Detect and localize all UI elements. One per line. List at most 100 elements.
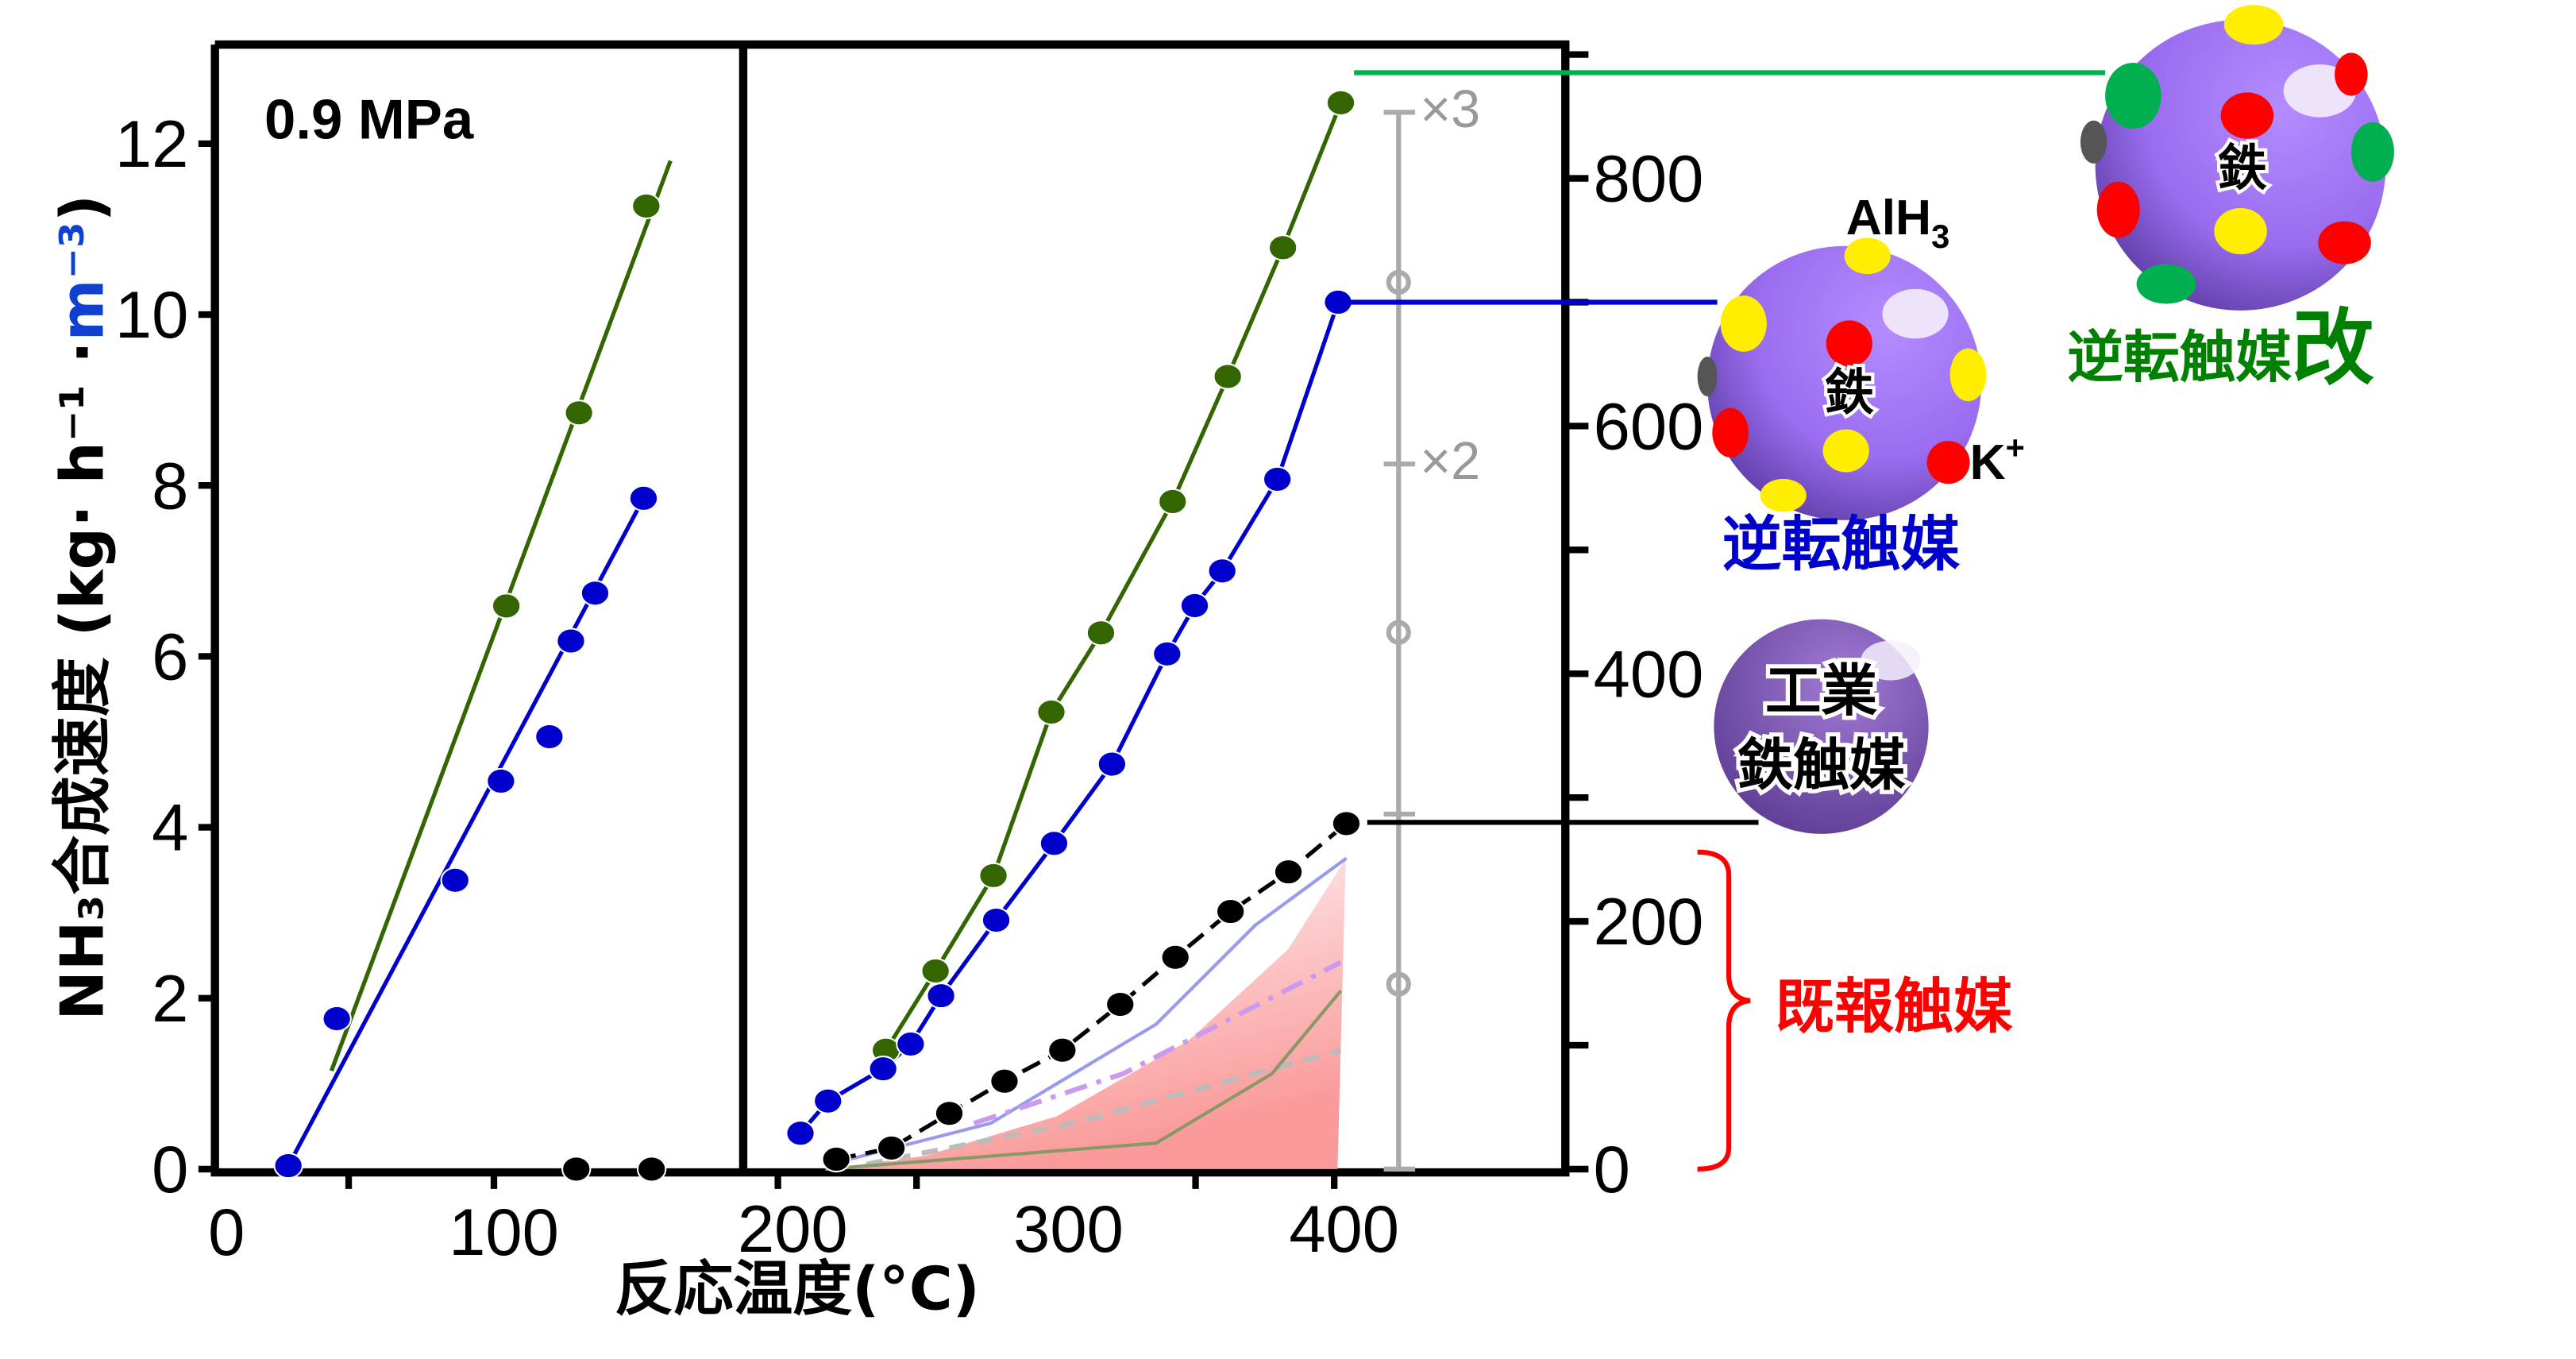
reference-curve [824,856,1348,1168]
reported-catalyst-area [825,859,1346,1169]
x-tick-label: 400 [1289,1192,1399,1266]
improved-catalyst-sphere: 鉄 [2080,5,2394,311]
industrial-label-line1: 工業 [1765,658,1878,724]
x-tick-labels: 0 100 200 300 400 [208,1192,1399,1269]
data-point [580,580,611,607]
data-point [934,1100,965,1127]
reference-curve [825,990,1343,1171]
right-y-tick-label: 800 [1594,142,1704,216]
data-point [486,767,516,795]
fit-line [286,497,646,1167]
y-axis-label-unit: m⁻³ [48,222,117,341]
alh3-text: AlH [1846,191,1931,245]
data-point [876,1134,907,1162]
axis-ticks [198,51,1589,1189]
data-point [1207,558,1237,585]
x-tick-label: 100 [449,1195,559,1269]
data-point [1160,944,1190,971]
axes-frame [210,40,1570,1177]
data-point [534,723,565,751]
chart-title: 0.9 MPa [264,88,474,151]
left-y-tick-label: 12 [115,107,188,181]
fit-curve [835,821,1348,1161]
k-text: K [1970,435,2006,490]
left-y-tick-label: 8 [152,449,188,523]
scale-bar [1383,110,1416,1172]
x-axis-label: 反応温度(°C) [615,1255,980,1324]
data-point [1158,488,1188,515]
data-point [1262,465,1293,493]
data-point [1036,698,1066,726]
inverse-catalyst-sphere: 鉄 [1697,237,1987,520]
industrial-catalyst-sphere: 工業 鉄触媒 [1714,619,1929,834]
improved-label-main: 逆転触媒 [2067,324,2292,390]
data-point [561,1156,592,1183]
reference-curve [973,959,1342,1126]
data-point [1325,89,1356,117]
data-point [1105,990,1136,1018]
fit-lines [286,102,1348,1167]
x-tick-label: 0 [208,1195,245,1269]
inverse-catalyst-label: 逆転触媒 [1722,510,1960,579]
data-point [981,906,1012,934]
left-y-tick-label: 10 [115,278,188,352]
improved-label-suffix: 改 [2292,300,2374,396]
y-axis-label: NH₃合成速度 (kg· h⁻¹ ·m⁻³) [48,195,117,1021]
x-tick-label: 300 [1013,1192,1124,1266]
data-point [556,627,586,654]
right-y-tick-label: 600 [1594,389,1704,463]
k-superscript: + [2006,429,2025,466]
data-point [821,1145,851,1173]
scale-x3-label: ×3 [1420,80,1480,139]
x-tick-label: 200 [738,1192,848,1266]
data-point [1331,810,1362,837]
data-point [273,1152,303,1179]
right-y-tick-label: 0 [1594,1133,1630,1206]
data-point [868,1055,898,1083]
data-point [636,1156,667,1183]
data-point [1047,1037,1078,1064]
alh3-subscript: 3 [1931,218,1949,255]
reported-brace [1697,849,1751,1172]
data-point [1179,592,1210,620]
data-point [1097,751,1128,778]
left-y-tick-label: 6 [152,620,188,694]
data-point [989,1068,1020,1095]
reported-catalyst-label: 既報触媒 [1775,972,2012,1041]
alh3-label: AlH3 [1846,191,1950,255]
left-y-tick-label: 4 [152,791,188,865]
left-y-tick-label: 0 [152,1133,188,1206]
y-axis-label-main: NH₃合成速度 (kg· h⁻¹ · [48,341,117,1020]
data-point [1273,859,1304,886]
data-point [978,862,1008,890]
data-point [491,593,522,620]
k-plus-label: K+ [1970,429,2025,490]
improved-catalyst-label: 逆転触媒改 [2067,300,2374,396]
scale-x2-label: ×2 [1420,432,1480,491]
data-point [896,1030,926,1058]
industrial-label-line2: 鉄触媒 [1737,732,1906,798]
y-axis-label-close: ) [48,195,117,222]
right-y-tick-label: 400 [1594,637,1704,711]
data-point [926,982,956,1010]
data-point [440,867,470,894]
right-y-tick-label: 200 [1594,885,1704,959]
reference-curves [824,856,1348,1171]
data-point [785,1120,816,1147]
data-point [1213,363,1243,390]
data-point [1323,288,1353,316]
data-point [1039,830,1070,857]
reference-curve [866,1048,1342,1167]
data-point [1267,234,1298,261]
data-point [920,957,951,985]
data-point [564,400,594,427]
data-point [813,1087,843,1114]
data-point [1086,620,1116,647]
data-point [628,485,659,512]
right-y-tick-labels: 0 200 400 600 800 [1594,142,1704,1206]
data-point [322,1005,352,1033]
inverse-iron-label: 鉄 [1825,364,1874,422]
data-point [1215,898,1246,925]
